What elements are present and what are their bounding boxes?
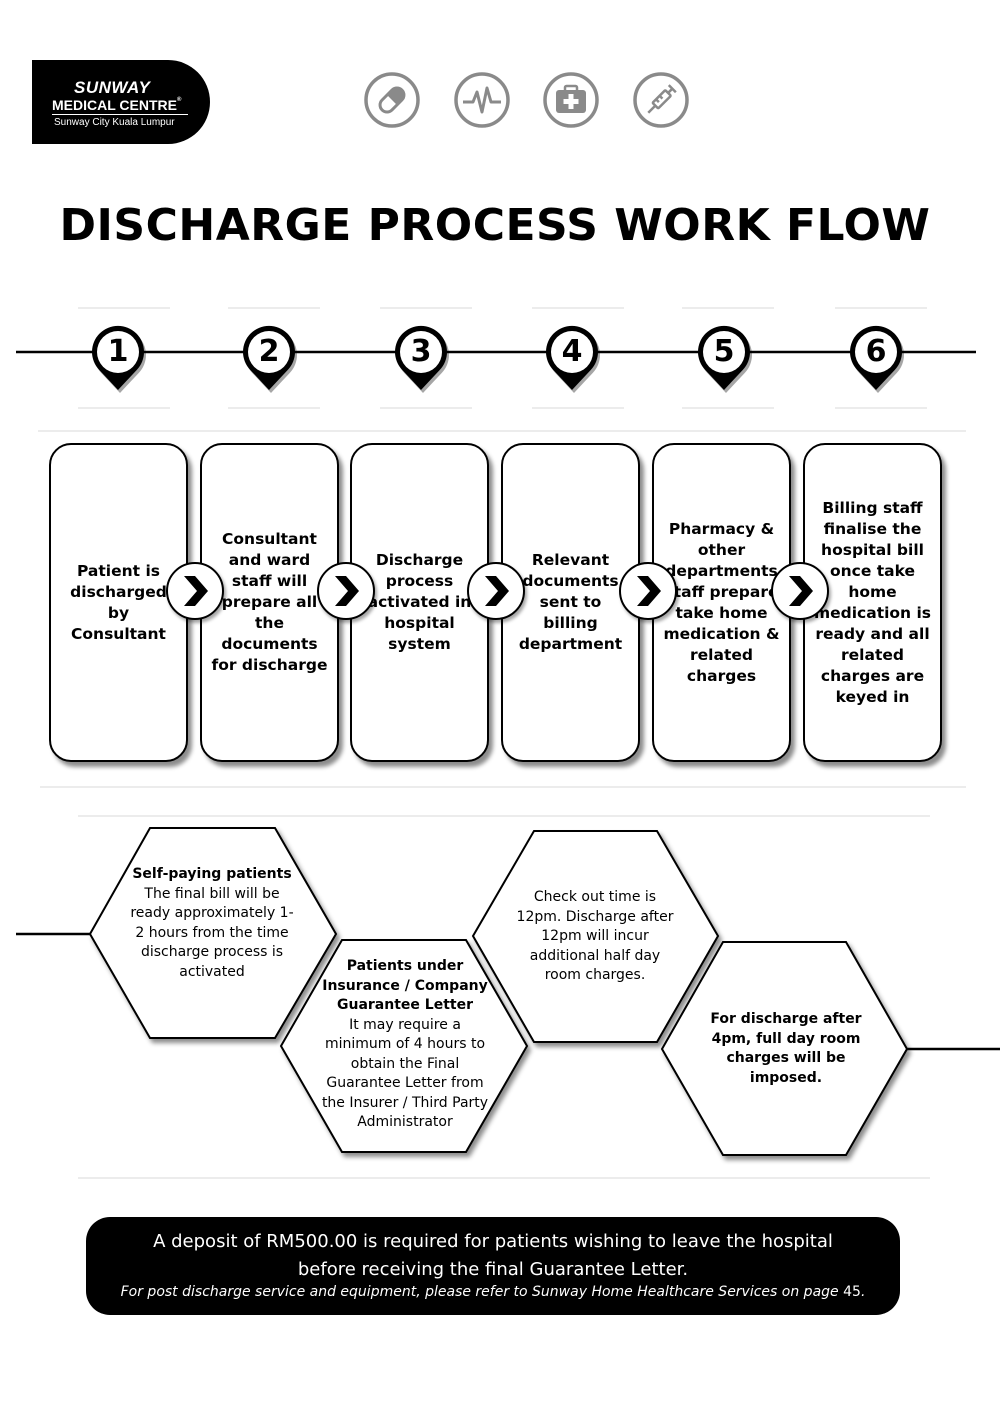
- reference-suffix: .: [860, 1284, 866, 1300]
- logo-divider: [52, 114, 188, 115]
- hexagon-self-paying: [88, 827, 338, 1039]
- logo-name: MEDICAL CENTRE®: [52, 97, 181, 113]
- chevron-right-icon: [619, 562, 677, 620]
- step-text: Discharge process activated in hospital …: [367, 551, 472, 653]
- logo-brand: SUNWAY: [74, 78, 151, 97]
- first-aid-kit-icon: [543, 72, 599, 128]
- hexagon-checkout: [471, 830, 720, 1043]
- reference-text: For post discharge service and equipment…: [86, 1284, 900, 1300]
- step-number: 1: [107, 334, 129, 369]
- chevron-right-icon: [771, 562, 829, 620]
- reference-prefix: For post discharge service and equipment…: [120, 1284, 839, 1300]
- note-text: It may require a minimum of 4 hours to o…: [321, 1016, 489, 1131]
- step-timeline: [16, 307, 976, 432]
- hexagon-insurance: [279, 939, 529, 1153]
- step-text: Relevant documents sent to billing depar…: [518, 551, 623, 653]
- deposit-text: A deposit of RM500.00 is required for pa…: [153, 1231, 833, 1280]
- note-heading: For discharge after 4pm, full day room c…: [710, 1011, 862, 1086]
- note-heading: Self-paying patients: [132, 866, 292, 882]
- sunway-logo: SUNWAY MEDICAL CENTRE® Sunway City Kuala…: [32, 60, 210, 144]
- step-card-1: Patient is discharged by Consultant: [49, 443, 188, 762]
- step-number: 4: [561, 334, 583, 369]
- step-text: Pharmacy & other departments staff prepa…: [663, 519, 780, 685]
- step-number: 3: [410, 334, 432, 369]
- step-pin-6: [850, 325, 904, 393]
- note-heading: Patients under Insurance / Company Guara…: [322, 958, 488, 1013]
- chevron-right-icon: [317, 562, 375, 620]
- note-self-paying: Self-paying patients The final bill will…: [128, 865, 296, 982]
- note-insurance: Patients under Insurance / Company Guara…: [320, 957, 490, 1133]
- hexagon-notes: [16, 786, 1000, 1179]
- heartbeat-icon: [454, 72, 510, 128]
- logo-name-text: MEDICAL CENTRE: [52, 97, 177, 113]
- step-number: 6: [865, 334, 887, 369]
- chevron-right-icon: [467, 562, 525, 620]
- step-card-5: Pharmacy & other departments staff prepa…: [652, 443, 791, 762]
- step-number: 2: [258, 334, 280, 369]
- step-card-2: Consultant and ward staff will prepare a…: [200, 443, 339, 762]
- step-pin-3: [395, 325, 449, 393]
- hexagon-after-4pm: [660, 941, 909, 1156]
- step-pin-5: [698, 325, 752, 393]
- step-number: 5: [713, 334, 735, 369]
- step-pin-1: [92, 325, 146, 393]
- chevron-right-icon: [166, 562, 224, 620]
- step-card-4: Relevant documents sent to billing depar…: [501, 443, 640, 762]
- step-text: Billing staff finalise the hospital bill…: [813, 498, 932, 706]
- step-text: Patient is discharged by Consultant: [70, 561, 167, 643]
- deposit-notice: A deposit of RM500.00 is required for pa…: [86, 1217, 900, 1315]
- step-number-layer: 1 2 3 4 5 6: [0, 300, 1000, 440]
- note-text: Check out time is 12pm. Discharge after …: [516, 889, 674, 983]
- step-pin-2: [243, 325, 297, 393]
- logo-registered-mark: ®: [176, 97, 182, 103]
- note-text: The final bill will be ready approximate…: [130, 885, 294, 980]
- note-checkout: Check out time is 12pm. Discharge after …: [510, 888, 680, 986]
- logo-location: Sunway City Kuala Lumpur: [54, 117, 175, 128]
- step-pin-4: [546, 325, 600, 393]
- page-title: DISCHARGE PROCESS WORK FLOW: [59, 200, 931, 251]
- step-text: Consultant and ward staff will prepare a…: [211, 530, 328, 674]
- note-after-4pm: For discharge after 4pm, full day room c…: [708, 1010, 864, 1088]
- pill-icon: [364, 72, 420, 128]
- syringe-icon: [633, 72, 689, 128]
- reference-page: 45: [843, 1284, 861, 1300]
